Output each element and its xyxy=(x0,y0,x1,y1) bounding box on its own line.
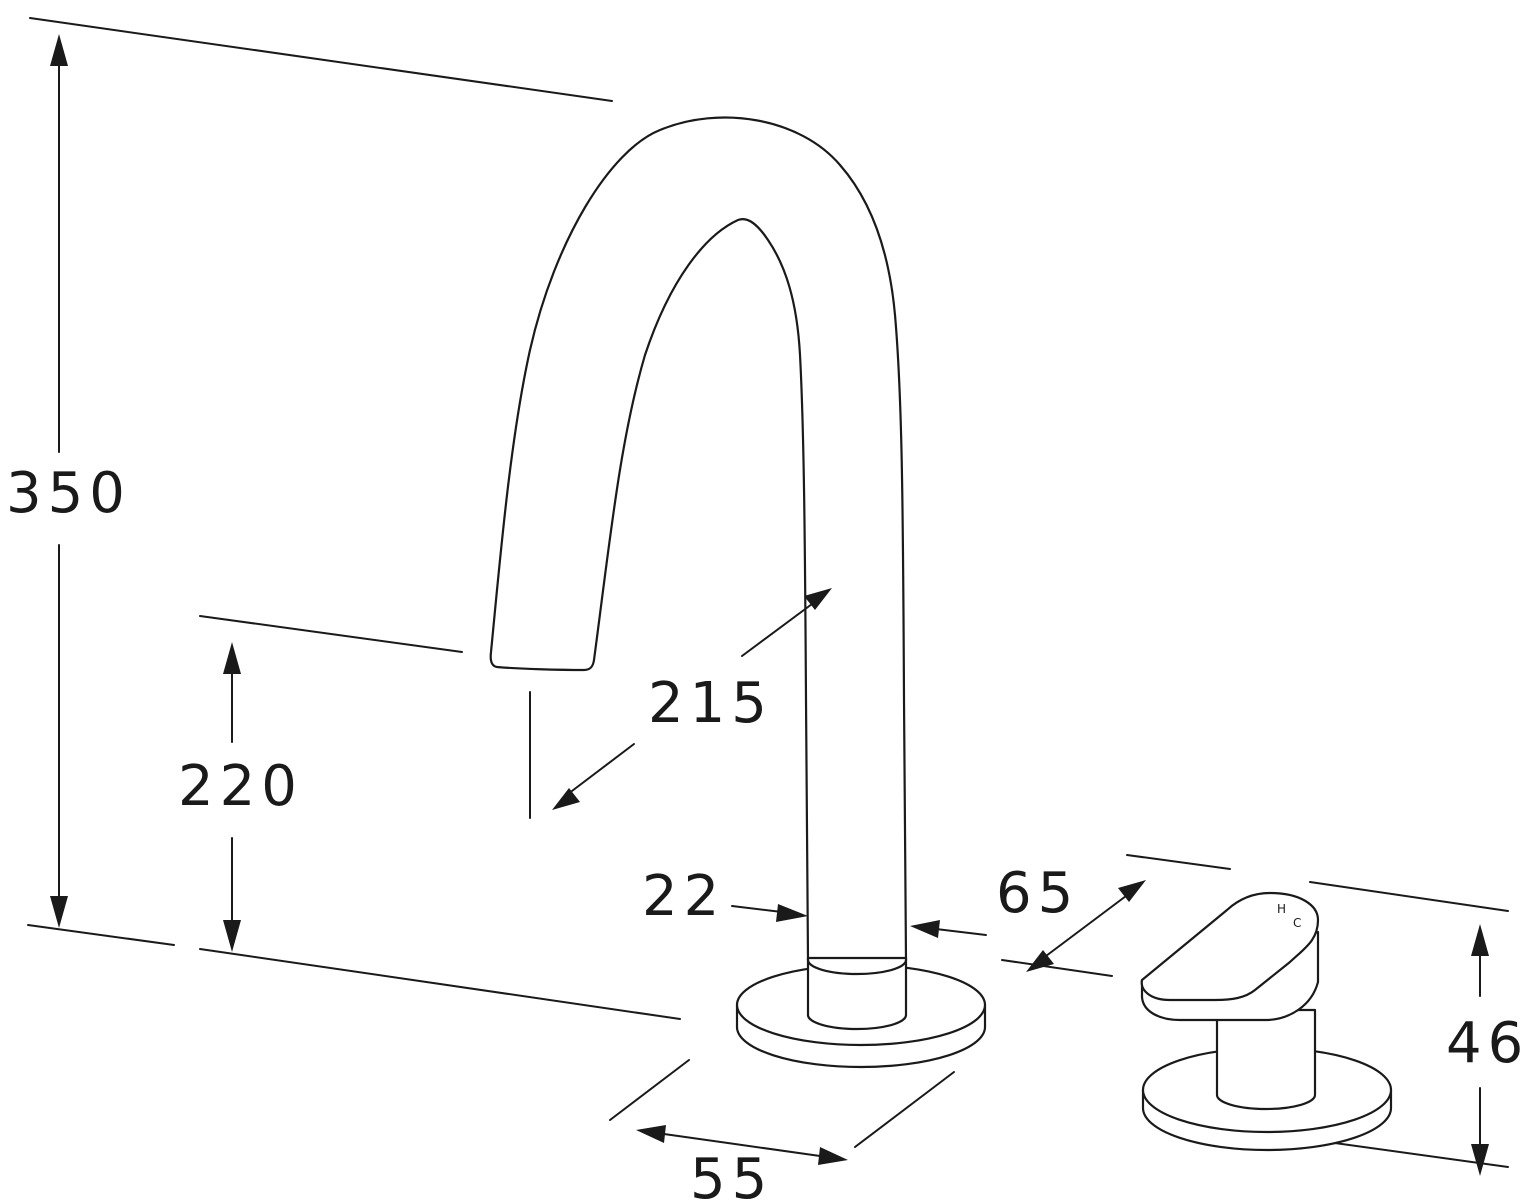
handle-height-arrow-bottom xyxy=(1471,1144,1489,1176)
base-extension-line-main xyxy=(199,948,681,1020)
handle-spacing-label: 65 xyxy=(996,861,1079,926)
handle-height-arrow-top xyxy=(1471,924,1489,956)
top-extension-line xyxy=(29,17,613,102)
handle-hot-mark: H xyxy=(1277,902,1286,916)
handle-height-label: 46 xyxy=(1446,1011,1529,1076)
handle-lever-top xyxy=(1140,891,1320,1002)
spout-stem-lower xyxy=(806,956,908,1031)
dimension-overall-height: 350 xyxy=(6,34,131,928)
dimension-spout-reach: 215 xyxy=(552,588,832,810)
handle-spacing-line xyxy=(1045,895,1127,957)
dimension-handle-height: 46 xyxy=(1446,924,1529,1176)
base-diameter-line xyxy=(663,1133,821,1157)
spout-reach-line-lower xyxy=(567,743,635,795)
base-diameter-arrow-left xyxy=(636,1125,666,1143)
handle-spacing-arrow-lower xyxy=(1026,950,1054,972)
spout-reach-arrow-upper xyxy=(804,588,832,610)
outlet-extension-line xyxy=(199,615,463,653)
spout-base xyxy=(735,956,987,1069)
dimension-outlet-height: 220 xyxy=(178,642,303,952)
base-diameter-arrow-right xyxy=(818,1147,848,1165)
handle-spacing-arrow-upper xyxy=(1118,880,1146,902)
overall-height-label: 350 xyxy=(6,461,131,526)
spout-reach-arrow-lower xyxy=(552,788,580,810)
base-diameter-label: 55 xyxy=(690,1147,773,1200)
spout-diameter-arrow-right xyxy=(910,920,940,938)
handle-bottom-extension xyxy=(1312,1139,1509,1168)
handle-cold-mark: C xyxy=(1293,916,1301,930)
handle: H C xyxy=(1140,891,1393,1152)
spout-diameter-line-right xyxy=(935,928,987,936)
spout xyxy=(489,116,908,962)
base-width-extension-right xyxy=(854,1071,955,1148)
spout-body xyxy=(489,116,908,962)
outlet-height-arrow-top xyxy=(223,642,241,674)
spout-diameter-arrow-left xyxy=(776,904,808,922)
dimension-spout-diameter: 22 xyxy=(642,864,987,938)
spout-diameter-line-left xyxy=(731,905,783,913)
handle-stem xyxy=(1215,1008,1317,1111)
dimension-handle-spacing: 65 xyxy=(996,861,1146,972)
outlet-height-label: 220 xyxy=(178,754,303,819)
overall-height-arrow-top xyxy=(50,34,68,66)
handle-spacing-extension-top xyxy=(1126,854,1231,870)
handle-top-extension xyxy=(1309,881,1509,912)
spout-reach-label: 215 xyxy=(648,671,773,736)
spout-reach-line-upper xyxy=(741,603,813,657)
outlet-height-arrow-bottom xyxy=(223,920,241,952)
base-width-extension-left xyxy=(609,1059,690,1121)
spout-diameter-label: 22 xyxy=(642,864,725,929)
spout-stem-collar xyxy=(806,958,908,976)
handle-base-extension-left xyxy=(1001,959,1113,977)
dimension-base-diameter: 55 xyxy=(636,1125,848,1200)
overall-height-arrow-bottom xyxy=(50,896,68,928)
base-extension-line-left xyxy=(27,924,175,946)
